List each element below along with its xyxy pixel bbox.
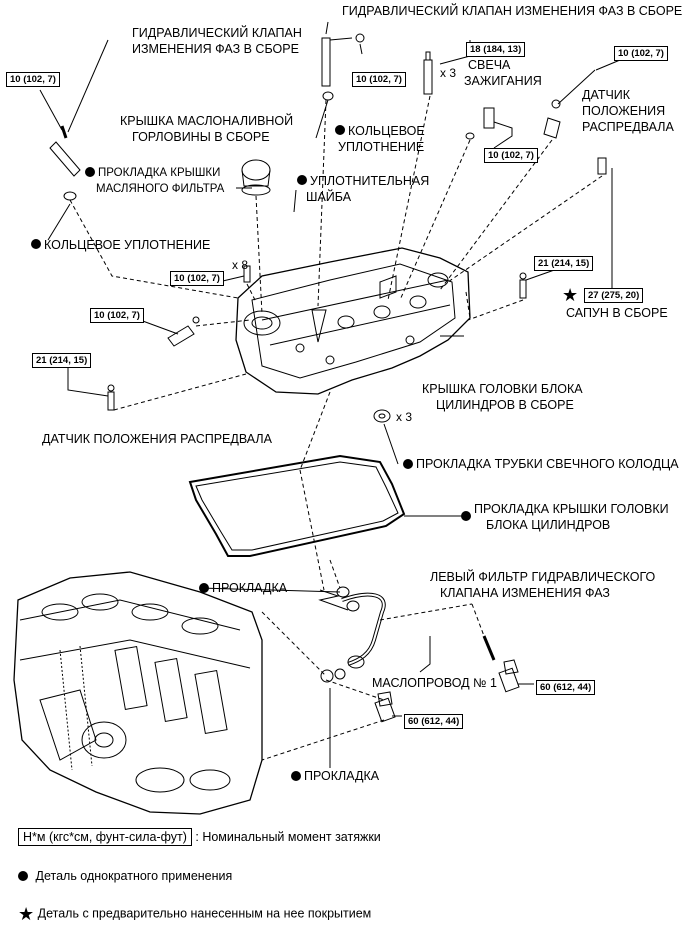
torque-vvt-top: 10 (102, 7)	[352, 72, 406, 87]
torque-union-right: 60 (612, 44)	[536, 680, 596, 695]
engine-block	[13, 571, 263, 815]
head-cover-gasket-dot-icon	[461, 511, 471, 521]
filled-circle-icon	[18, 870, 28, 881]
union-bolts	[374, 635, 520, 723]
oil-cap-label-1: КРЫШКА МАСЛОНАЛИВНОЙ	[120, 114, 294, 128]
torque-cam-left-bolt: 21 (214, 15)	[32, 353, 92, 368]
spark-plug-count: x 3	[440, 66, 457, 80]
torque-cam-sensor-left: 10 (102, 7)	[90, 308, 144, 323]
oil-cap-gasket-label-1: ПРОКЛАДКА КРЫШКИ	[98, 167, 221, 179]
head-cover-label-1: КРЫШКА ГОЛОВКИ БЛОКА	[422, 382, 583, 396]
breather-label: САПУН В СБОРЕ	[566, 306, 668, 320]
bullet-dots	[31, 125, 471, 781]
spark-plug-label-2: ЗАЖИГАНИЯ	[464, 74, 542, 88]
torque-vvt-left: 10 (102, 7)	[6, 72, 60, 87]
torque-cover-bolts: 10 (102, 7)	[170, 271, 224, 286]
cylinder-head-cover	[235, 247, 471, 395]
dashed-lines	[69, 95, 603, 761]
o-ring-upper-label-2: УПЛОТНЕНИЕ	[338, 140, 425, 154]
legend-single-use: Деталь однократного применения	[18, 869, 232, 883]
torque-breather-bolt: 21 (214, 15)	[534, 256, 594, 271]
vvt-valve-left-label-2: ИЗМЕНЕНИЯ ФАЗ В СБОРЕ	[132, 42, 299, 56]
oil-filter-label-1: ЛЕВЫЙ ФИЛЬТР ГИДРАВЛИЧЕСКОГО	[430, 570, 656, 584]
tube-gasket-count: x 3	[396, 410, 413, 424]
torque-union-left: 60 (612, 44)	[404, 714, 464, 729]
seal-washer-label-1: УПЛОТНИТЕЛЬНАЯ	[310, 174, 430, 188]
small-parts	[49, 33, 607, 423]
cam-sensor-right-label-1: ДАТЧИК	[582, 88, 631, 102]
legend-torque-unit: Н*м (кгс*см, фунт-сила-фут)	[18, 828, 192, 846]
legend-precoated-text: Деталь с предварительно нанесенным на не…	[37, 906, 372, 921]
o-ring-upper-dot-icon	[335, 125, 345, 135]
gasket-b-label: ПРОКЛАДКА	[304, 769, 380, 783]
o-ring-upper-label-1: КОЛЬЦЕВОЕ	[348, 124, 425, 138]
o-ring-lower-dot-icon	[31, 239, 41, 249]
oil-pipe-label: МАСЛОПРОВОД № 1	[372, 676, 497, 690]
o-ring-lower-label: КОЛЬЦЕВОЕ УПЛОТНЕНИЕ	[44, 238, 211, 252]
legend-torque-desc: : Номинальный момент затяжки	[195, 830, 381, 844]
gasket-a-label: ПРОКЛАДКА	[212, 581, 288, 595]
oil-cap-gasket-dot-icon	[85, 167, 95, 177]
seal-washer-dot-icon	[297, 175, 307, 185]
plug-tube-gasket-dot-icon	[403, 459, 413, 469]
cam-sensor-right-label-3: РАСПРЕДВАЛА	[582, 120, 674, 134]
cam-sensor-left-label: ДАТЧИК ПОЛОЖЕНИЯ РАСПРЕДВАЛА	[42, 432, 272, 446]
head-cover-gasket	[188, 454, 406, 557]
head-cover-label-2: ЦИЛИНДРОВ В СБОРЕ	[436, 398, 574, 412]
legend-torque: Н*м (кгс*см, фунт-сила-фут) : Номинальны…	[18, 828, 381, 846]
torque-breather: 27 (275, 20)	[584, 288, 644, 303]
vvt-valve-top-label: ГИДРАВЛИЧЕСКИЙ КЛАПАН ИЗМЕНЕНИЯ ФАЗ В СБ…	[342, 4, 683, 18]
plug-tube-gasket-label: ПРОКЛАДКА ТРУБКИ СВЕЧНОГО КОЛОДЦА	[416, 457, 679, 471]
gasket-b-dot-icon	[291, 771, 301, 781]
leader-lines	[39, 21, 621, 768]
cam-sensor-right-label-2: ПОЛОЖЕНИЯ	[582, 104, 666, 118]
torque-spark-plug: 18 (184, 13)	[466, 42, 526, 57]
vvt-valve-left-label-1: ГИДРАВЛИЧЕСКИЙ КЛАПАН	[132, 26, 302, 40]
head-cover-gasket-label-2: БЛОКА ЦИЛИНДРОВ	[486, 518, 611, 532]
legend-precoated: ★ Деталь с предварительно нанесенным на …	[18, 905, 371, 923]
oil-pipe	[320, 586, 386, 683]
gasket-a-dot-icon	[199, 583, 209, 593]
torque-cam-sensor-right: 10 (102, 7)	[614, 46, 668, 61]
oil-cap-label-2: ГОРЛОВИНЫ В СБОРЕ	[132, 130, 270, 144]
oil-cap-gasket-label-2: МАСЛЯНОГО ФИЛЬТРА	[96, 183, 225, 195]
spark-plug-label-1: СВЕЧА	[468, 58, 511, 72]
cover-bolt-count: x 8	[232, 258, 249, 272]
seal-washer-label-2: ШАЙБА	[306, 190, 352, 204]
oil-filter-label-2: КЛАПАНА ИЗМЕНЕНИЯ ФАЗ	[440, 586, 610, 600]
torque-seal-washer: 10 (102, 7)	[484, 148, 538, 163]
breather-star-icon: ★	[562, 285, 579, 305]
star-icon: ★	[18, 904, 35, 924]
head-cover-gasket-label-1: ПРОКЛАДКА КРЫШКИ ГОЛОВКИ	[474, 502, 669, 516]
legend-single-use-text: Деталь однократного применения	[35, 869, 233, 883]
